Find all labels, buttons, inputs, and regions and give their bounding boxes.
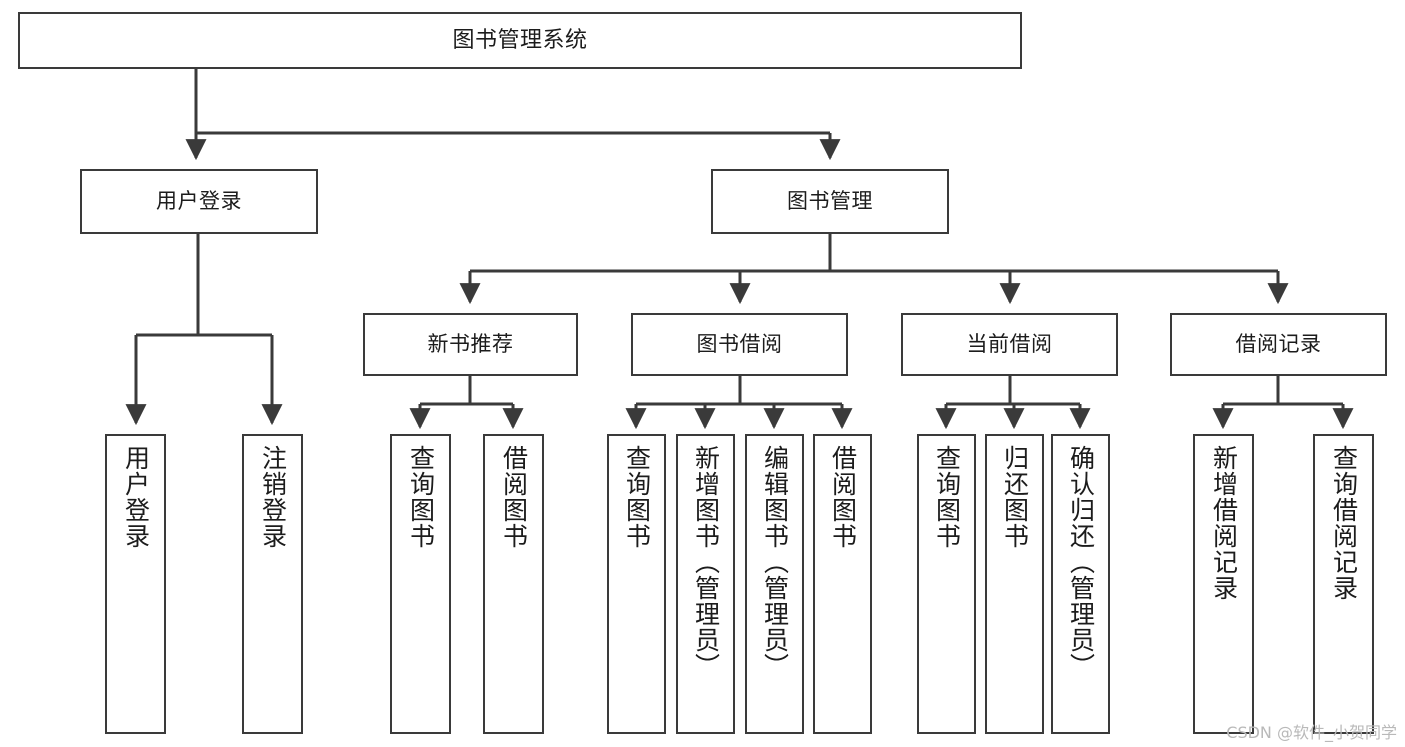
node-label: 查询图书 (932, 445, 962, 549)
node-label: 注销登录 (258, 445, 288, 549)
leaf-current-confirm-return[interactable]: 确认归还（管理员） (1051, 434, 1110, 734)
leaf-borrow-edit-book[interactable]: 编辑图书（管理员） (745, 434, 804, 734)
node-user-login[interactable]: 用户登录 (80, 169, 318, 234)
node-root-system[interactable]: 图书管理系统 (18, 12, 1022, 69)
node-label: 查询借阅记录 (1329, 445, 1359, 601)
leaf-current-return-book[interactable]: 归还图书 (985, 434, 1044, 734)
node-label: 图书管理 (787, 189, 873, 214)
node-book-borrow[interactable]: 图书借阅 (631, 313, 848, 376)
node-book-management[interactable]: 图书管理 (711, 169, 949, 234)
leaf-new-book-query[interactable]: 查询图书 (390, 434, 451, 734)
node-label: 新增图书（管理员） (691, 445, 721, 679)
leaf-logout[interactable]: 注销登录 (242, 434, 303, 734)
node-label: 新书推荐 (427, 332, 514, 357)
leaf-user-login[interactable]: 用户登录 (105, 434, 166, 734)
node-label: 图书借阅 (696, 332, 783, 357)
node-label: 新增借阅记录 (1209, 445, 1239, 601)
node-label: 借阅图书 (499, 445, 529, 549)
node-label: 借阅图书 (828, 445, 858, 549)
watermark-csdn: CSDN @软件_小贺同学 (1226, 723, 1397, 742)
node-label: 用户登录 (156, 189, 242, 214)
node-current-borrow[interactable]: 当前借阅 (901, 313, 1118, 376)
node-borrow-record[interactable]: 借阅记录 (1170, 313, 1387, 376)
leaf-new-book-borrow[interactable]: 借阅图书 (483, 434, 544, 734)
node-label: 归还图书 (1000, 445, 1030, 549)
leaf-borrow-query-book[interactable]: 查询图书 (607, 434, 666, 734)
node-label: 确认归还（管理员） (1066, 445, 1096, 679)
node-label: 借阅记录 (1235, 332, 1322, 357)
leaf-borrow-add-book[interactable]: 新增图书（管理员） (676, 434, 735, 734)
leaf-borrow-borrow-book[interactable]: 借阅图书 (813, 434, 872, 734)
node-label: 查询图书 (622, 445, 652, 549)
node-label: 用户登录 (121, 445, 151, 549)
node-label: 当前借阅 (966, 332, 1053, 357)
leaf-current-query-book[interactable]: 查询图书 (917, 434, 976, 734)
node-label: 编辑图书（管理员） (760, 445, 790, 679)
node-label: 图书管理系统 (452, 27, 588, 53)
node-label: 查询图书 (406, 445, 436, 549)
leaf-record-query[interactable]: 查询借阅记录 (1313, 434, 1374, 734)
leaf-record-add[interactable]: 新增借阅记录 (1193, 434, 1254, 734)
node-new-book-recommend[interactable]: 新书推荐 (363, 313, 578, 376)
